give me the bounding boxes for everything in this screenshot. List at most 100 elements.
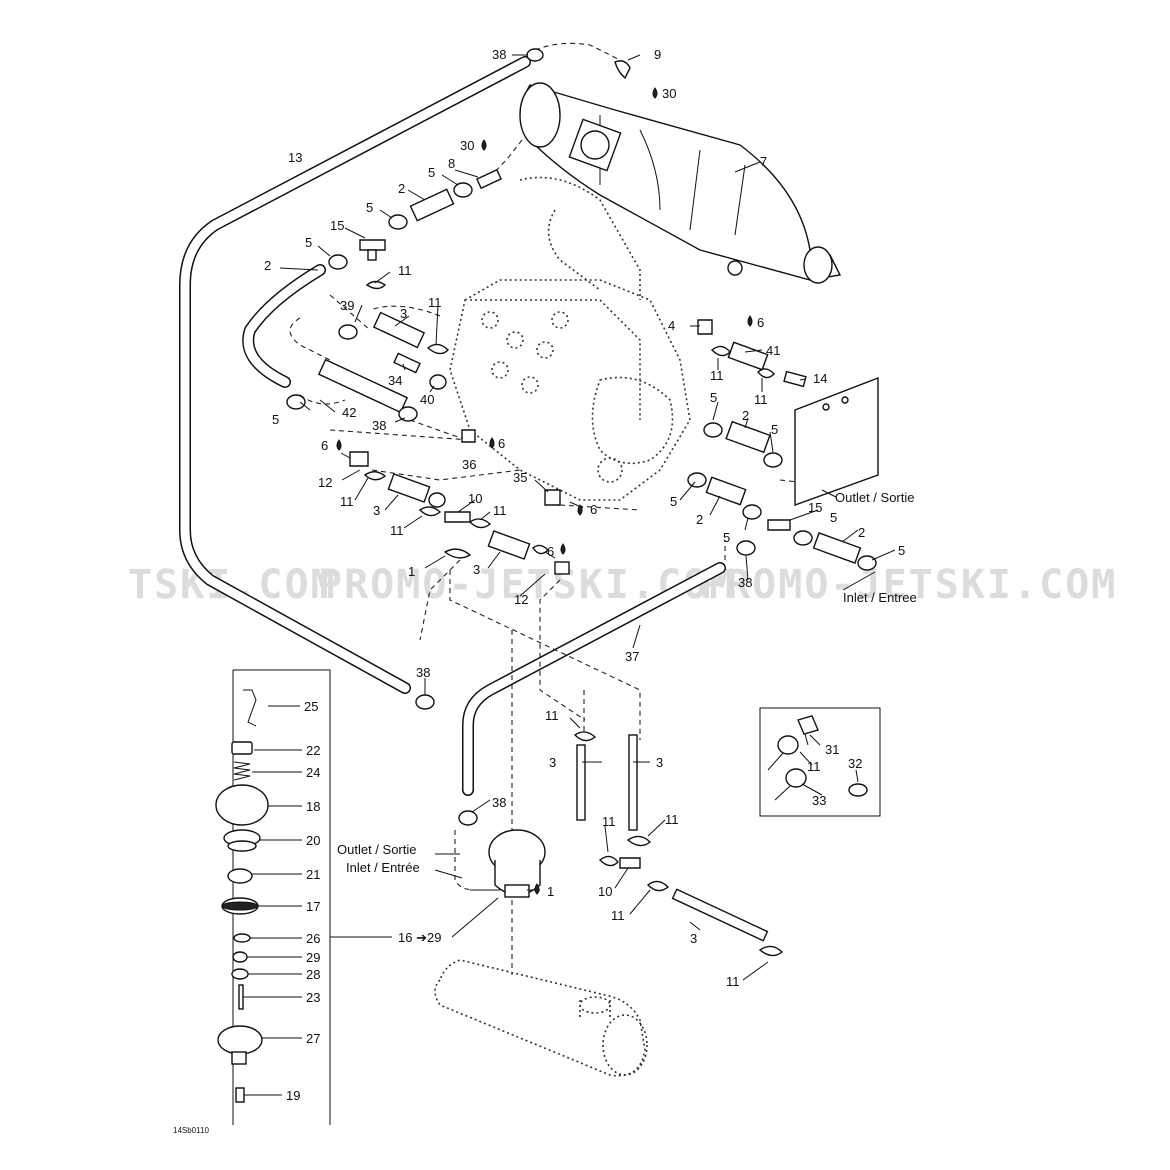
muffler-tank: [434, 959, 648, 1077]
outlet-label-right: Outlet / Sortie: [835, 490, 914, 505]
callout-1: 1: [547, 884, 554, 899]
callout-38: 38: [738, 575, 752, 590]
callout-6: 6: [547, 544, 554, 559]
callout-12: 12: [514, 592, 528, 607]
callout-6: 6: [498, 436, 505, 451]
callout-38: 38: [416, 665, 430, 680]
callout-5: 5: [771, 422, 778, 437]
hose-clamp-icon: [526, 48, 544, 62]
inset-box: [759, 707, 881, 817]
callout-8: 8: [448, 156, 455, 171]
callout-22: 22: [306, 743, 320, 758]
range-label-16-29: 16 ➔29: [398, 930, 441, 945]
callout-24: 24: [306, 765, 320, 780]
callout-37: 37: [625, 649, 639, 664]
callout-2: 2: [264, 258, 271, 273]
callout-32: 32: [848, 756, 862, 771]
callout-20: 20: [306, 833, 320, 848]
callout-5: 5: [272, 412, 279, 427]
callout-11: 11: [611, 908, 625, 923]
callout-11: 11: [398, 263, 412, 278]
inlet-label-tank: Inlet / Entrée: [346, 860, 420, 875]
callout-21: 21: [306, 867, 320, 882]
inlet-label-right: Inlet / Entree: [843, 590, 917, 605]
callout-2: 2: [398, 181, 405, 196]
callout-5: 5: [830, 510, 837, 525]
callout-11: 11: [428, 295, 442, 310]
callout-2: 2: [696, 512, 703, 527]
callout-36: 36: [462, 457, 476, 472]
engine-block-ghost: [449, 176, 691, 501]
callout-10: 10: [598, 884, 612, 899]
callout-33: 33: [812, 793, 826, 808]
callout-2: 2: [858, 525, 865, 540]
callout-12: 12: [318, 475, 332, 490]
callout-3: 3: [373, 503, 380, 518]
callout-15: 15: [330, 218, 344, 233]
callout-4: 4: [668, 318, 675, 333]
callout-5: 5: [898, 543, 905, 558]
callout-28: 28: [306, 967, 320, 982]
callout-23: 23: [306, 990, 320, 1005]
callout-3: 3: [656, 755, 663, 770]
flow-labels: Outlet / Sortie Inlet / Entree Outlet / …: [337, 490, 917, 945]
callout-5: 5: [723, 530, 730, 545]
callout-34: 34: [388, 373, 402, 388]
callout-3: 3: [400, 306, 407, 321]
callout-5: 5: [305, 235, 312, 250]
callout-15: 15: [808, 500, 822, 515]
callout-5: 5: [670, 494, 677, 509]
callout-14: 14: [813, 371, 827, 386]
callout-6: 6: [321, 438, 328, 453]
callout-29: 29: [306, 950, 320, 965]
callout-11: 11: [807, 759, 821, 774]
callout-38: 38: [372, 418, 386, 433]
callout-2: 2: [742, 408, 749, 423]
callout-41: 41: [766, 343, 780, 358]
hose-37: [462, 562, 726, 796]
exhaust-pipe-7: [519, 82, 842, 284]
watermark-left: ТSKI.COM: [128, 562, 337, 608]
callout-10: 10: [468, 491, 482, 506]
callout-31: 31: [825, 742, 839, 757]
diagram-code: 14Sb0110: [173, 1126, 209, 1135]
callout-11: 11: [665, 812, 679, 827]
callout-1: 1: [408, 564, 415, 579]
outlet-label-tank: Outlet / Sortie: [337, 842, 416, 857]
callout-6: 6: [757, 315, 764, 330]
callout-11: 11: [754, 392, 768, 407]
callout-30: 30: [662, 86, 676, 101]
callout-26: 26: [306, 931, 320, 946]
callout-38: 38: [492, 795, 506, 810]
callout-9: 9: [654, 47, 661, 62]
callout-5: 5: [428, 165, 435, 180]
hose-13: [179, 56, 531, 694]
callout-42: 42: [342, 405, 356, 420]
callout-27: 27: [306, 1031, 320, 1046]
callout-11: 11: [340, 494, 354, 509]
callout-3: 3: [549, 755, 556, 770]
leader-lines: [279, 54, 896, 981]
callout-35: 35: [513, 470, 527, 485]
callout-11: 11: [493, 503, 507, 518]
callout-6: 6: [590, 502, 597, 517]
callout-25: 25: [304, 699, 318, 714]
callout-11: 11: [390, 523, 404, 538]
hose-2-curved: [242, 264, 326, 388]
callout-13: 13: [288, 150, 302, 165]
callout-7: 7: [760, 154, 767, 169]
callout-18: 18: [306, 799, 320, 814]
callout-5: 5: [366, 200, 373, 215]
callout-39: 39: [340, 298, 354, 313]
callout-40: 40: [420, 392, 434, 407]
callout-19: 19: [286, 1088, 300, 1103]
callout-11: 11: [710, 368, 724, 383]
callout-11: 11: [602, 814, 616, 829]
callout-3: 3: [473, 562, 480, 577]
valve-assembly-1: [470, 829, 546, 898]
sealant-drop-icon: [336, 87, 753, 895]
callout-5: 5: [710, 390, 717, 405]
callout-3: 3: [690, 931, 697, 946]
callout-38: 38: [492, 47, 506, 62]
